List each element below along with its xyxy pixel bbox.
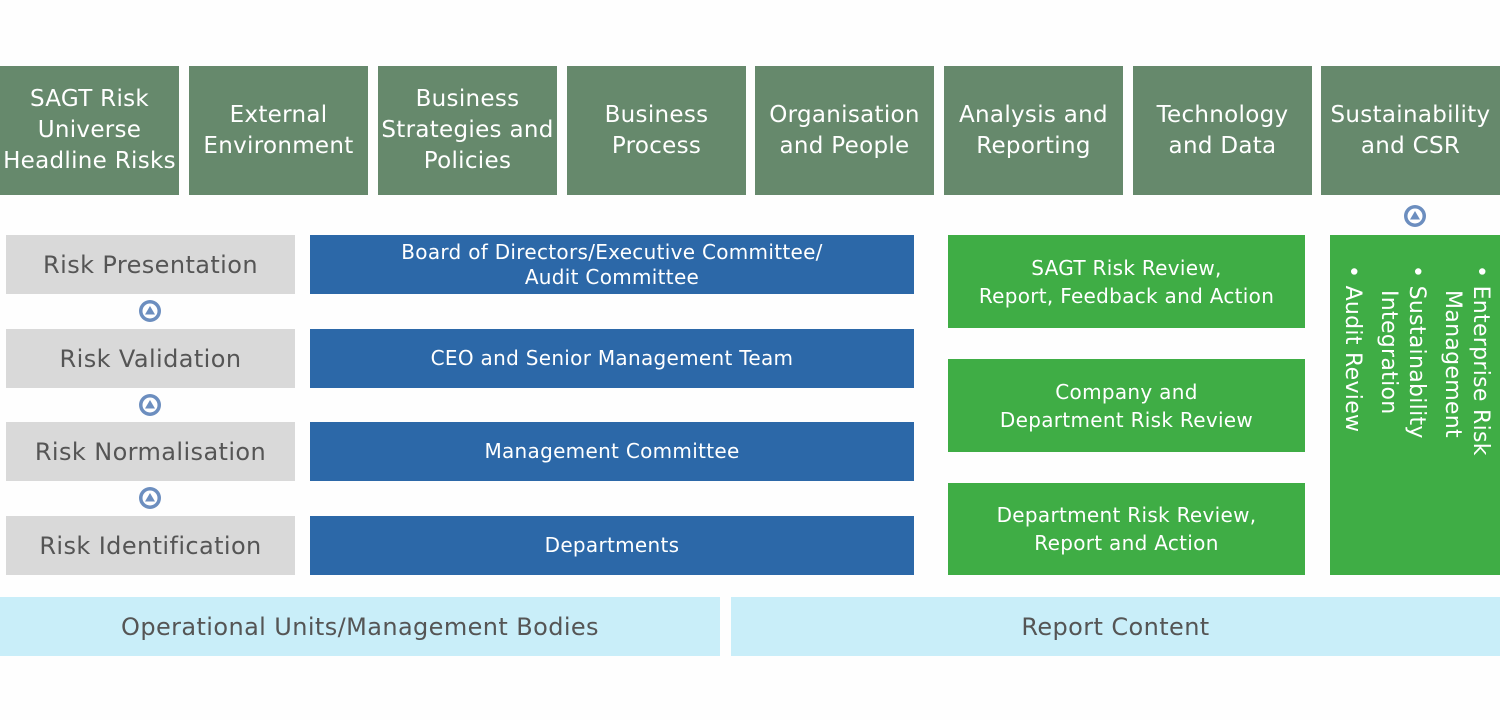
step-risk-normalisation: Risk Normalisation (6, 422, 295, 481)
side-item-sustainability: • Sustainability (1404, 265, 1429, 439)
body-departments: Departments (310, 516, 914, 575)
report-department-risk-review: Department Risk Review,Report and Action (948, 483, 1305, 575)
side-item-audit-review: • Audit Review (1340, 265, 1365, 433)
side-item-sustainability-cont: Integration (1376, 290, 1401, 415)
side-item-enterprise-risk: • Enterprise Risk (1468, 265, 1493, 456)
body-board-of-directors: Board of Directors/Executive Committee/A… (310, 235, 914, 294)
step-risk-presentation: Risk Presentation (6, 235, 295, 294)
body-ceo-senior-management: CEO and Senior Management Team (310, 329, 914, 388)
footer-operational-units: Operational Units/Management Bodies (0, 597, 720, 656)
arrow-up-icon (139, 300, 161, 322)
footer-report-content: Report Content (731, 597, 1500, 656)
arrow-up-icon (139, 487, 161, 509)
body-management-committee: Management Committee (310, 422, 914, 481)
report-sagt-risk-review: SAGT Risk Review,Report, Feedback and Ac… (948, 235, 1305, 328)
step-risk-identification: Risk Identification (6, 516, 295, 575)
arrow-up-icon (139, 394, 161, 416)
step-risk-validation: Risk Validation (6, 329, 295, 388)
sustainability-panel (1330, 235, 1500, 575)
arrow-up-icon (1404, 205, 1426, 227)
side-item-enterprise-risk-cont: Management (1440, 290, 1465, 438)
